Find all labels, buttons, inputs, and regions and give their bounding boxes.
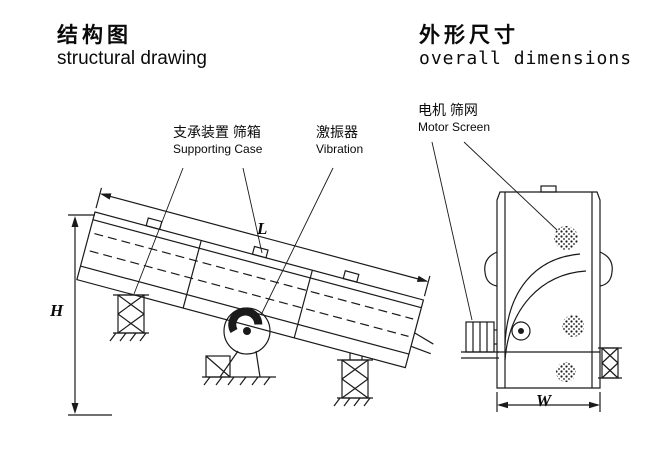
ground-hatch <box>333 397 371 407</box>
left-flange <box>484 251 498 287</box>
mounting-lug <box>251 245 269 259</box>
body-outline <box>496 191 601 389</box>
vibration-callout: 激振器 Vibration <box>316 124 363 157</box>
eccentric-weight-arc <box>228 307 263 333</box>
mounting-lug <box>342 270 360 283</box>
mesh-patch <box>554 226 578 250</box>
left-view-leader-lines <box>133 167 334 316</box>
screen-mesh-patches <box>554 226 584 382</box>
height-dimension-label: H <box>50 301 64 320</box>
supporting-case-callout-cn: 支承装置 筛箱 <box>173 124 261 140</box>
screen-box <box>76 187 434 369</box>
vibration-exciter <box>202 307 276 386</box>
shaft-end-circle <box>511 321 531 341</box>
mesh-patch <box>562 315 584 337</box>
screen-deck-dashed-line <box>94 232 414 320</box>
ground-hatch <box>109 332 147 342</box>
width-dimension-label: W <box>536 391 552 410</box>
ground-hatch <box>203 376 271 386</box>
structural-view <box>68 167 434 416</box>
motor-screen-callout-cn: 电机 筛网 <box>418 102 478 118</box>
structural-drawing-title: 结构图 structural drawing <box>57 24 207 71</box>
structural-drawing-title-cn: 结构图 <box>57 24 132 47</box>
right-flange <box>599 251 613 287</box>
overall-dimensions-title-cn: 外形尺寸 <box>419 24 519 47</box>
length-dimension <box>95 187 431 297</box>
vibration-callout-en: Vibration <box>316 141 364 156</box>
length-dimension-label: L <box>257 219 268 238</box>
overall-dimensions-view <box>431 141 622 412</box>
height-dimension <box>68 214 112 416</box>
discharge-lip <box>410 332 434 355</box>
motor-screen-callout-en: Motor Screen <box>418 119 491 134</box>
exciter-shaft <box>243 327 251 335</box>
side-spring <box>598 347 622 379</box>
right-view-leader-lines <box>431 141 558 321</box>
motor-screen-callout: 电机 筛网 Motor Screen <box>418 102 490 135</box>
top-lifting-lug <box>540 185 557 193</box>
overall-dimensions-title-en: overall dimensions <box>419 48 633 70</box>
mesh-patch <box>556 362 576 382</box>
overall-dimensions-title: 外形尺寸 overall dimensions <box>419 24 632 70</box>
left-support-spring <box>109 294 149 342</box>
supporting-case-callout: 支承装置 筛箱 Supporting Case <box>173 124 262 157</box>
motor <box>461 321 499 359</box>
supporting-case-callout-en: Supporting Case <box>173 141 263 156</box>
vibration-callout-cn: 激振器 <box>316 124 358 140</box>
width-dimension <box>496 392 601 412</box>
right-support-spring <box>333 353 373 407</box>
machine-body <box>484 185 613 389</box>
structural-drawing-title-en: structural drawing <box>57 48 207 70</box>
